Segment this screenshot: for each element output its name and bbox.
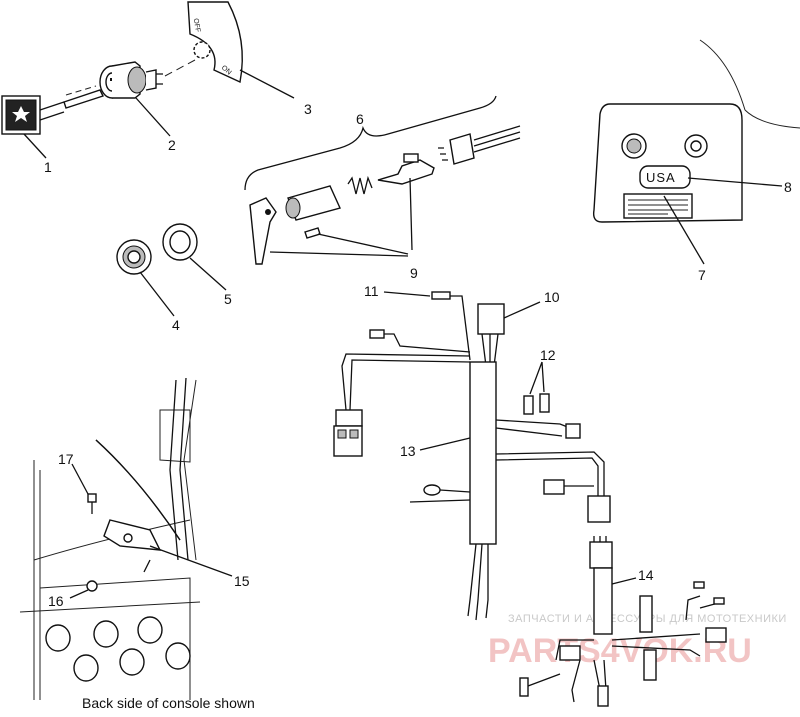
washer-part-5 (162, 223, 198, 261)
callout-14: 14 (638, 567, 654, 583)
leader-lines (23, 69, 783, 599)
plate-off-text: OFF (192, 18, 201, 33)
callout-16: 16 (48, 593, 64, 609)
callout-1: 1 (44, 159, 52, 175)
callout-11: 11 (364, 283, 379, 299)
leader-9 (269, 177, 413, 257)
console-part-7-8: USA (592, 39, 800, 223)
callout-8: 8 (784, 179, 792, 195)
callout-numbers: 1 2 3 4 5 6 7 8 9 10 11 12 13 14 15 16 1… (44, 101, 792, 609)
callout-12: 12 (540, 347, 556, 363)
figure-caption: Back side of console shown (82, 695, 255, 711)
watermark: PARTS4VOK.RU ЗАПЧАСТИ И АКСЕССУАРЫ ДЛЯ М… (488, 613, 786, 670)
wire-harness-part-13 (333, 291, 611, 621)
callout-2: 2 (168, 137, 176, 153)
callout-17: 17 (58, 451, 74, 467)
nut-part-4 (116, 239, 152, 275)
console-back-detail (19, 377, 201, 700)
usa-badge (639, 165, 691, 189)
switch-plate-part-3: OFF ON (187, 1, 243, 84)
callout-4: 4 (172, 317, 180, 333)
callout-13: 13 (400, 443, 416, 459)
callout-10: 10 (544, 289, 560, 305)
callout-15: 15 (234, 573, 250, 589)
callout-5: 5 (224, 291, 232, 307)
key-emblem-icon (12, 106, 30, 122)
wire-harness-part-14 (519, 536, 727, 707)
callout-7: 7 (698, 267, 706, 283)
callout-6: 6 (356, 111, 364, 127)
usa-badge-text: USA (646, 170, 676, 185)
key-part-1 (1, 85, 104, 135)
callout-3: 3 (304, 101, 312, 117)
switch-assembly-part-6 (244, 95, 521, 265)
callout-9: 9 (410, 265, 418, 281)
ignition-switch-part-2 (99, 59, 196, 99)
